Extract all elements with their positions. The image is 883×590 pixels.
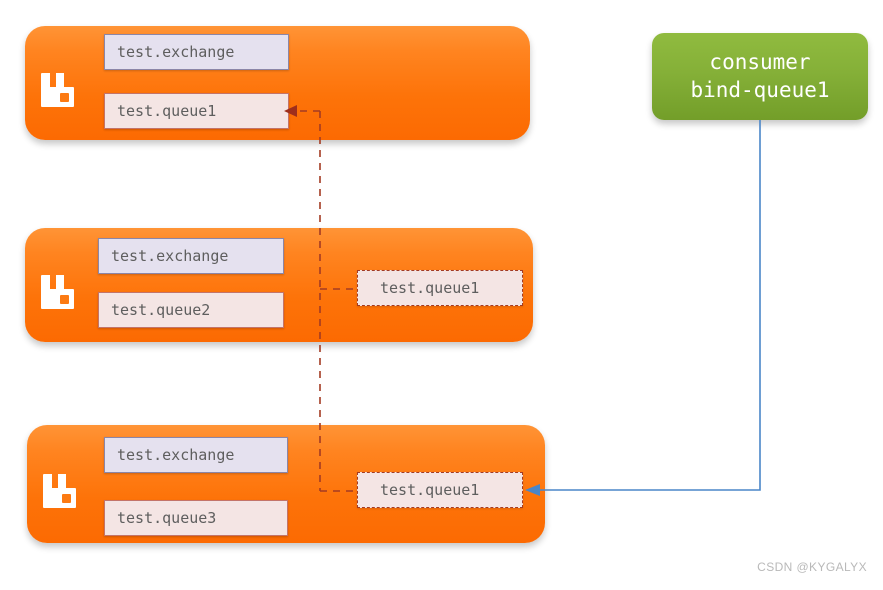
consumer-label-line1: consumer xyxy=(709,49,811,74)
queue-box[interactable]: test.queue3 xyxy=(104,500,288,536)
watermark: CSDN @KYGALYX xyxy=(757,560,867,574)
mirror-queue-box[interactable]: test.queue1 xyxy=(357,472,523,508)
queue-box[interactable]: test.queue1 xyxy=(104,93,289,129)
consumer-label-line2: bind-queue1 xyxy=(690,77,830,102)
rabbitmq-logo-icon xyxy=(41,72,75,108)
exchange-box[interactable]: test.exchange xyxy=(98,238,284,274)
rabbitmq-logo-icon xyxy=(43,473,77,509)
queue-box[interactable]: test.queue2 xyxy=(98,292,284,328)
consumer-box[interactable]: consumer bind-queue1 xyxy=(652,33,868,120)
rabbitmq-node-2: test.exchange test.queue2 test.queue1 xyxy=(25,228,533,342)
rabbitmq-node-3: test.exchange test.queue3 test.queue1 xyxy=(27,425,545,543)
consumer-wire xyxy=(538,120,761,491)
mirror-queue-box[interactable]: test.queue1 xyxy=(357,270,523,306)
rabbitmq-node-1: test.exchange test.queue1 xyxy=(25,26,530,140)
exchange-box[interactable]: test.exchange xyxy=(104,34,289,70)
rabbitmq-logo-icon xyxy=(41,274,75,310)
exchange-box[interactable]: test.exchange xyxy=(104,437,288,473)
